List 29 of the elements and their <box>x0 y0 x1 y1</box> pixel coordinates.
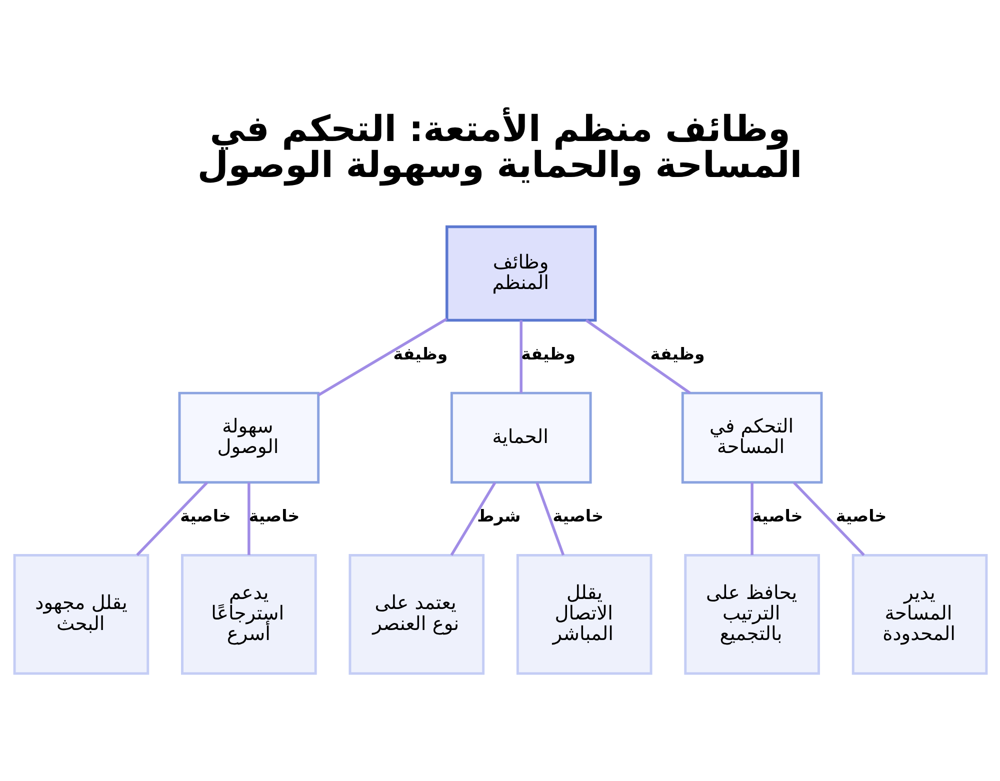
edge-label: شرط <box>476 506 520 526</box>
connector <box>584 318 690 394</box>
edge-label: وظيفة <box>392 344 448 364</box>
node-box: يعتمد على نوع العنصر <box>348 554 484 674</box>
edge-label: خاصية <box>835 506 886 526</box>
edge-label: وظيفة <box>520 344 575 364</box>
node-box: سهولة الوصول <box>178 391 320 484</box>
node-box: يقلل مجهود البحث <box>12 554 149 674</box>
node-box: يدعم استرجاعًا أسرع <box>180 554 316 674</box>
edge-label: خاصية <box>180 506 230 526</box>
connector <box>317 317 447 396</box>
connector <box>450 481 496 556</box>
connector <box>247 482 250 555</box>
edge-label: خاصية <box>248 506 300 526</box>
edge-label: خاصية <box>752 506 802 526</box>
diagram-title: وظائف منظم الأمتعة: التحكم في المساحة والحماية وسهولة الوصول <box>196 108 802 186</box>
connector <box>792 481 864 556</box>
edge-label: وظيفة <box>650 344 704 364</box>
node-box: وظائف المنظم <box>445 224 596 322</box>
node-box: التحكم في المساحة <box>680 391 822 484</box>
node-box: يدير المساحة المحدودة <box>851 554 988 674</box>
connector <box>519 320 522 392</box>
connector <box>136 481 208 556</box>
node-box: الحماية <box>450 391 592 484</box>
node-box: يحافظ على الترتيب بالتجميع <box>684 554 820 674</box>
connector <box>750 482 753 555</box>
edge-label: خاصية <box>552 506 603 526</box>
node-box: يقلل الاتصال المباشر <box>516 554 652 674</box>
connector <box>535 482 564 556</box>
